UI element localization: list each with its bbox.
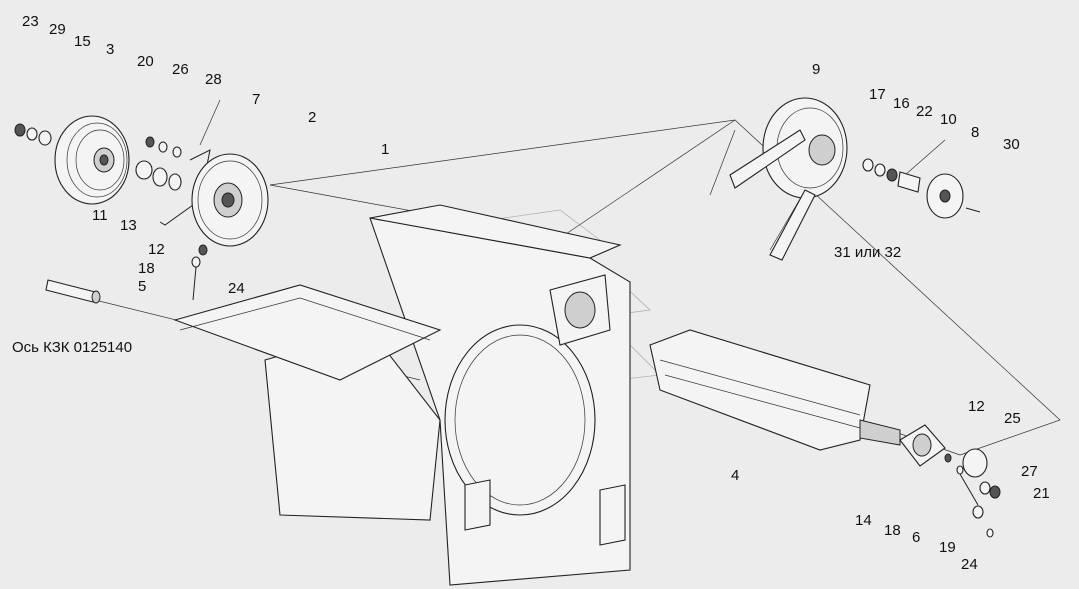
bearing-group-right [899,424,1001,538]
label-31-or-32: 31 или 32 [834,244,902,261]
label-16: 16 [893,95,910,112]
label-25: 25 [1004,410,1021,427]
label-20: 20 [137,53,154,70]
label-2: 2 [308,109,317,126]
small-parts-20-26-28 [135,136,182,191]
label-28: 28 [205,71,222,88]
label-30: 30 [1003,136,1020,153]
label-axis: Ось КЗК 0125140 [12,339,133,356]
label-18-right: 18 [884,522,901,539]
label-24-left: 24 [228,280,245,297]
label-23: 23 [22,13,39,30]
label-24-right: 24 [961,556,978,573]
label-5: 5 [138,278,147,295]
label-7: 7 [252,91,261,108]
axis-shaft [45,279,101,304]
label-12-right: 12 [968,398,985,415]
pulley-part-9 [729,97,848,261]
label-9: 9 [812,61,821,78]
label-26: 26 [172,61,189,78]
housing-part-1 [173,204,631,586]
label-22: 22 [916,103,933,120]
washers-17-16-22-10 [862,158,921,193]
label-13: 13 [120,217,137,234]
disc-part-2 [191,153,269,247]
label-12-left: 12 [148,241,165,258]
label-14: 14 [855,512,872,529]
label-6: 6 [912,529,921,546]
label-1: 1 [381,141,390,158]
rotor-part-4 [649,329,901,451]
label-3: 3 [106,41,115,58]
label-17: 17 [869,86,886,103]
label-29: 29 [49,21,66,38]
label-8: 8 [971,124,980,141]
label-11: 11 [92,207,108,224]
label-15: 15 [74,33,91,50]
cap-part-8 [926,173,981,219]
label-21: 21 [1033,485,1050,502]
sensor-12-18-5 [191,244,208,301]
label-18-left: 18 [138,260,155,277]
label-27: 27 [1021,463,1038,480]
washers-23-29-15 [14,123,52,146]
pulley-part-3 [54,115,130,205]
label-10: 10 [940,111,957,128]
label-19: 19 [939,539,956,556]
label-4: 4 [731,467,740,484]
